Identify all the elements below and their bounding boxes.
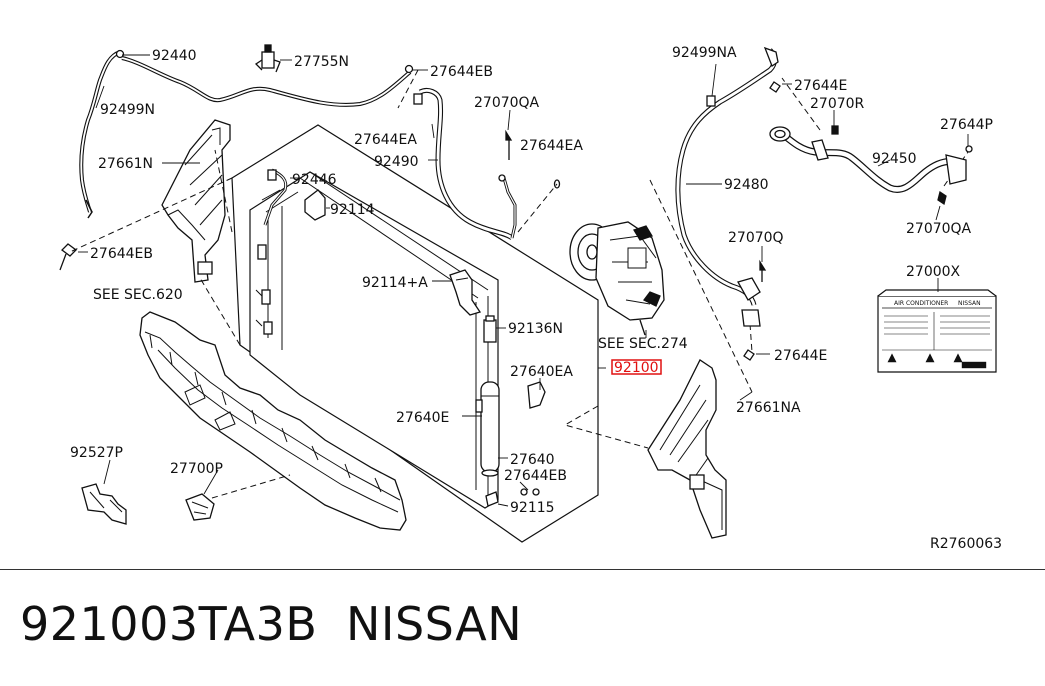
callout-27644E-top: 27644E: [794, 78, 847, 94]
callout-27640: 27640: [510, 452, 555, 468]
callout-27644EB-mid: 27644EB: [504, 468, 567, 484]
connector-27700P: [185, 493, 215, 521]
callout-92114: 92114: [330, 202, 375, 218]
callout-27700P: 27700P: [170, 461, 223, 477]
bolt-27644EB-left: [59, 243, 77, 271]
callout-27070QA-2: 27070QA: [906, 221, 972, 237]
label-plate-brand: NISSAN: [958, 300, 981, 307]
callout-27644P: 27644P: [940, 117, 993, 133]
callout-92499N: 92499N: [100, 102, 155, 118]
reference-code: R2760063: [930, 536, 1002, 552]
parts-diagram: 92440 27755N 27644EB 92499N 27661N 27644…: [59, 44, 1002, 552]
bumper-reinforcement: [139, 311, 407, 531]
callout-27644EA-2: 27644EA: [520, 138, 583, 154]
callout-27661N: 27661N: [98, 156, 153, 172]
callout-92100: 92100: [614, 360, 659, 376]
hose-92490: [413, 87, 517, 241]
leader-lines: [78, 54, 969, 507]
callout-27000X: 27000X: [906, 264, 961, 280]
callout-27070R: 27070R: [810, 96, 865, 112]
callout-92527P: 92527P: [70, 445, 123, 461]
dashed-leaders: [69, 69, 969, 499]
callout-92446: 92446: [292, 172, 337, 188]
callout-27644E-mid: 27644E: [774, 348, 827, 364]
callout-27644EB-left: 27644EB: [90, 246, 153, 262]
callout-92115: 92115: [510, 500, 555, 516]
brand-name: NISSAN: [346, 597, 523, 651]
bracket-92114A: [449, 269, 482, 316]
callout-92440: 92440: [152, 48, 197, 64]
hose-92480: [675, 46, 779, 327]
footer-divider: [0, 569, 1045, 570]
condenser-assembly-outline: [231, 124, 599, 543]
callout-27644EA-1: 27644EA: [354, 132, 417, 148]
callout-27640E: 27640E: [396, 410, 449, 426]
callout-27070QA-1: 27070QA: [474, 95, 540, 111]
callout-92136N: 92136N: [508, 321, 563, 337]
clip-27755N: [254, 44, 281, 73]
air-guide-27661N: [161, 119, 231, 283]
callout-92450: 92450: [872, 151, 917, 167]
callout-92490: 92490: [374, 154, 419, 170]
compressor: [569, 221, 665, 336]
callout-see-sec-274: SEE SEC.274: [598, 336, 688, 352]
ac-label-plate: [877, 289, 997, 373]
hose-92450: [769, 125, 973, 206]
callout-92499NA: 92499NA: [672, 45, 737, 61]
callout-27640EA: 27640EA: [510, 364, 573, 380]
callout-27755N: 27755N: [294, 54, 349, 70]
sensor-92527P: [81, 483, 127, 525]
liquid-tank-27640: [475, 315, 546, 507]
air-guide-27661NA: [647, 359, 727, 539]
bolt-27644EB-top: [404, 64, 414, 74]
callout-27644EB-top: 27644EB: [430, 64, 493, 80]
callout-27070Q: 27070Q: [728, 230, 784, 246]
highlight-box-92100: [611, 359, 662, 375]
label-plate-title: AIR CONDITIONER: [894, 300, 948, 307]
callout-92480: 92480: [724, 177, 769, 193]
o-ring-27644E-top: [769, 81, 781, 93]
callout-see-sec-620: SEE SEC.620: [93, 287, 183, 303]
callout-27661NA: 27661NA: [736, 400, 801, 416]
bracket-92114: [304, 189, 326, 221]
callout-labels: 92440 27755N 27644EB 92499N 27661N 27644…: [70, 45, 1002, 552]
hose-92440: [79, 49, 412, 219]
o-ring-27644E-mid: [743, 349, 755, 361]
pipe-92446: [263, 168, 288, 226]
callout-92114A: 92114+A: [362, 275, 428, 291]
part-number-title: 921003TA3B: [20, 597, 318, 651]
